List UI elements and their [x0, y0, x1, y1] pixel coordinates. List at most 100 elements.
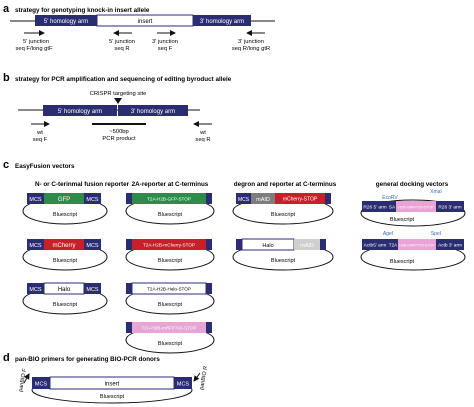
vector-r26-docking: XmaI EcoRV R26 5' arm SA H2B-mRFP703-STO… — [360, 189, 466, 227]
r26-3-arm-label: R26 3' arm — [438, 205, 461, 211]
pcr-product-label: PCR product — [102, 136, 136, 142]
panel-d-letter: d — [3, 352, 10, 364]
vector-gfp: MCS GFP MCS Bluescript — [22, 193, 108, 225]
insert-label: insert — [138, 19, 153, 25]
r26-5-arm-label: R26 5' arm — [363, 205, 386, 211]
sa-label: SA — [389, 205, 396, 211]
column-header-2a: 2A-reporter at C-terminus — [132, 181, 209, 188]
wt-seq-f-label: wt — [36, 130, 43, 136]
maid-box — [251, 193, 275, 204]
bluescript-label: Bluescript — [53, 302, 78, 308]
xmal-label: XmaI — [430, 189, 442, 195]
actb-5-arm-label: Actb5' arm — [364, 243, 387, 249]
crispr-site-label: CRISPR targeting site — [90, 91, 147, 97]
t2a-mcherry-box — [132, 239, 206, 250]
bluescript-label: Bluescript — [158, 341, 183, 347]
primer-3j-f-label-2: seq F — [158, 46, 173, 52]
homology-arm-5-b — [43, 105, 117, 116]
mcs-left-label: MCS — [238, 197, 250, 203]
primer-5j-f-label-2: seq F/long gtF — [15, 46, 53, 52]
crispr-site-marker — [114, 98, 122, 104]
halo-label: Halo — [58, 287, 71, 293]
agel-label: AgeI — [383, 231, 393, 237]
homology-arm-3-b-label: 3' homology arm — [131, 109, 175, 115]
h2b-mrfp-box — [396, 201, 436, 212]
actb-3-arm-label: Actb 3' arm — [438, 243, 462, 249]
primer-3j-f-label: 3' junction — [152, 39, 178, 45]
mcs-right-label: MCS — [86, 243, 99, 249]
halo-label: Halo — [262, 243, 273, 249]
mcs-left — [27, 283, 44, 294]
column-header-fusion: N- or C-terinmal fusion reporter — [35, 181, 130, 188]
panel-b: b strategy for PCR amplification and seq… — [3, 72, 232, 143]
vector-t2a-mcherry: T2A-H2B-mCherry-STOP Bluescript — [125, 239, 215, 271]
panbio-f-arrow — [23, 373, 30, 384]
t2a-gfp-box — [132, 193, 206, 204]
bluescript-d-label: Bluescript — [100, 394, 125, 400]
homology-arm-3-b — [118, 105, 188, 116]
bluescript-label: Bluescript — [271, 258, 296, 264]
panel-c-letter: c — [3, 159, 9, 171]
homology-arm-3-label: 3' homology arm — [200, 19, 244, 25]
mcs-left — [236, 193, 251, 204]
panel-c: c EasyFusion vectors N- or C-terinmal fu… — [3, 159, 466, 354]
maid-label: mAID — [300, 243, 314, 249]
mcs-left — [27, 193, 44, 204]
r26-5-arm-box — [362, 201, 388, 212]
primer-5j-f-label: 5' junction — [23, 39, 49, 45]
mcs-left-label: MCS — [29, 197, 42, 203]
mcs-right — [206, 283, 212, 294]
mcherry-stop-label: mCherry-STOP — [283, 197, 318, 203]
wt-seq-r-label: wt — [199, 130, 206, 136]
panel-a: a strategy for genotyping knock-in inser… — [3, 3, 275, 52]
actb-5-arm-box — [362, 239, 388, 250]
mcs-left — [126, 193, 132, 204]
spel-label: SpeI — [431, 231, 441, 237]
mcs-left-label: MCS — [29, 287, 42, 293]
t2a-mrfp-label: T2A-H2B-mRFP703-STOP — [141, 326, 196, 331]
h2b-mrfp-box — [398, 239, 436, 250]
bluescript-label: Bluescript — [158, 258, 183, 264]
panel-d-title: pan-BIO primers for generating BIO-PCR d… — [15, 356, 160, 363]
vector-actb-docking: AgeI SpeI Actb5' arm T2A H2B-mRFP703-STO… — [360, 231, 466, 271]
ecorv-label: EcoRV — [382, 195, 398, 201]
mcs-right — [84, 283, 101, 294]
primer-5j-r-label-2: seq R — [114, 46, 129, 52]
mcs-right — [325, 193, 331, 204]
primer-5j-r-label: 5' junction — [109, 39, 135, 45]
bluescript-label: Bluescript — [53, 212, 78, 218]
gfp-label: GFP — [58, 197, 70, 203]
bluescript-label: Bluescript — [53, 258, 78, 264]
mcs-left — [126, 322, 132, 333]
mcs-right — [84, 193, 101, 204]
vector-t2a-mrfp: T2A-H2B-mRFP703-STOP Bluescript — [125, 322, 215, 354]
mcs-left — [27, 239, 44, 250]
mcs-right-d — [174, 377, 192, 389]
wt-seq-r-label-2: seq R — [195, 137, 210, 143]
mcs-right — [206, 193, 212, 204]
homology-arm-5-label: 5' homology arm — [44, 19, 88, 25]
panel-c-title: EasyFusion vectors — [15, 163, 75, 170]
homology-arm-3 — [193, 15, 251, 26]
mcs-right — [206, 322, 212, 333]
panel-d: d pan-BIO primers for generating BIO-PCR… — [3, 352, 209, 404]
actb-3-arm-box — [436, 239, 464, 250]
t2a-halo-label: T2A-H2B-Halo-STOP — [147, 287, 191, 292]
bluescript-label: Bluescript — [158, 212, 183, 218]
pcr-size-label: ~500bp — [109, 129, 129, 135]
t2a-label: T2A — [389, 243, 398, 248]
mcs-right — [320, 239, 326, 250]
mcs-right — [84, 239, 101, 250]
h2b-mrfp-label: H2B-mRFP703-STOP — [398, 206, 434, 210]
mcs-right-label: MCS — [86, 197, 99, 203]
sa-box — [388, 201, 396, 212]
maid-box — [294, 239, 320, 250]
mcs-right-label: MCS — [86, 287, 99, 293]
panbio-r-arrow — [193, 372, 201, 382]
vector-halo: MCS Halo MCS Bluescript — [22, 282, 108, 315]
t2a-mrfp-box — [132, 322, 206, 333]
panbio-f-label: panBIO F — [18, 367, 28, 392]
mcs-left-label: MCS — [29, 243, 42, 249]
column-header-degron: degron and reporter at C-terminus — [234, 181, 337, 188]
vector-t2a-gfp: T2A-H2B-GFP-STOP Bluescript — [125, 193, 215, 225]
